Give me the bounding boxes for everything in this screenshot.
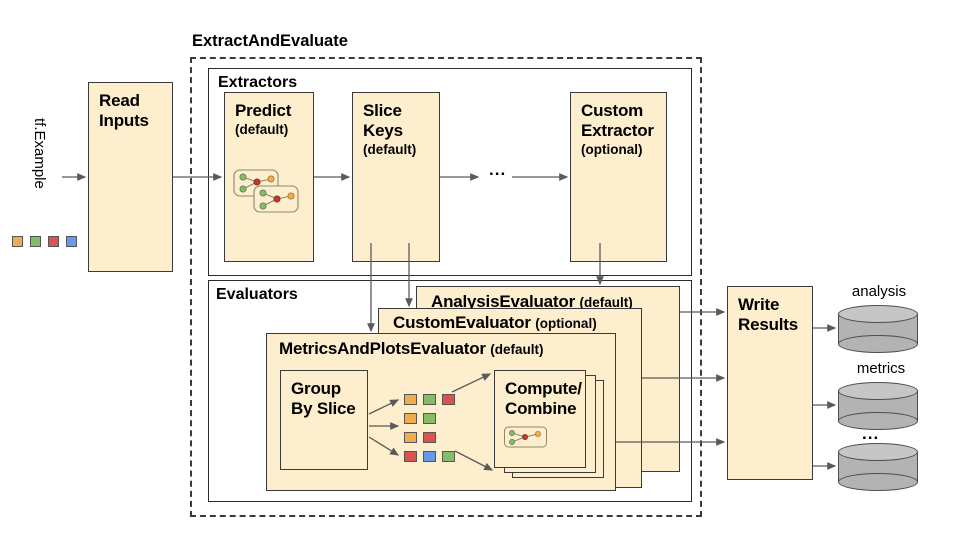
- slice-keys-subtitle: (default): [363, 142, 417, 157]
- extractors-group: [208, 68, 692, 276]
- analysis-evaluator-title: AnalysisEvaluator: [431, 292, 575, 311]
- compute-combine-title: Compute/: [505, 379, 582, 398]
- input-chip-orange: [12, 236, 23, 247]
- input-chip-blue: [66, 236, 77, 247]
- slice-chip: [442, 394, 455, 405]
- analysis-evaluator-subtitle: (default): [579, 295, 633, 310]
- predict-title: Predict: [235, 101, 292, 120]
- read-inputs-title: Read: [99, 91, 140, 110]
- slice-chip: [404, 432, 417, 443]
- analysis-cylinder-label: analysis: [851, 283, 907, 300]
- slice-chip-row: [404, 451, 455, 462]
- evaluators-group-label: Evaluators: [216, 286, 298, 303]
- input-chip-green: [30, 236, 41, 247]
- compute-graph-icon: [504, 426, 547, 448]
- slice-chip: [423, 432, 436, 443]
- extractors-ellipsis: ...: [489, 160, 507, 179]
- slice-chip-row: [404, 413, 436, 424]
- slice-chip: [423, 451, 436, 462]
- custom-evaluator-subtitle: (optional): [535, 316, 597, 331]
- custom-extractor-subtitle: (optional): [581, 142, 643, 157]
- compute-combine-node[interactable]: Compute/ Combine: [494, 370, 586, 468]
- evaluators-group: [208, 280, 692, 502]
- model-graph-icon: [233, 169, 299, 213]
- custom-extractor-title-2: Extractor: [581, 121, 654, 140]
- predict-subtitle: (default): [235, 122, 289, 137]
- custom-evaluator-title: CustomEvaluator: [393, 313, 531, 332]
- metrics-and-plots-evaluator-title: MetricsAndPlotsEvaluator: [279, 339, 486, 358]
- slice-chip: [404, 413, 417, 424]
- compute-combine-title-2: Combine: [505, 399, 577, 418]
- write-results-node[interactable]: Write Results: [727, 286, 813, 480]
- analysis-cylinder: [838, 305, 918, 353]
- write-results-title-2: Results: [738, 315, 799, 334]
- slice-keys-title: Slice: [363, 101, 402, 120]
- slice-chip: [404, 451, 417, 462]
- group-by-slice-title: Group: [291, 379, 341, 398]
- slice-chip-row: [404, 394, 455, 405]
- slice-keys-node[interactable]: Slice Keys (default): [352, 92, 440, 262]
- write-results-title: Write: [738, 295, 780, 314]
- custom-extractor-title: Custom: [581, 101, 644, 120]
- metrics-cylinder: [838, 382, 918, 430]
- slice-keys-title-2: Keys: [363, 121, 403, 140]
- slice-chip-row: [404, 432, 436, 443]
- more-cylinder: [838, 443, 918, 491]
- read-inputs-title-2: Inputs: [99, 111, 149, 130]
- group-by-slice-title-2: By Slice: [291, 399, 356, 418]
- input-label: tf.Example: [31, 118, 48, 189]
- more-cylinder-label: ...: [862, 424, 880, 443]
- group-by-slice-node[interactable]: Group By Slice: [280, 370, 368, 470]
- read-inputs-node[interactable]: Read Inputs: [88, 82, 173, 272]
- metrics-and-plots-evaluator-subtitle: (default): [490, 342, 544, 357]
- extractors-group-label: Extractors: [218, 74, 298, 91]
- slice-chip: [423, 413, 436, 424]
- slice-chip: [423, 394, 436, 405]
- extract-and-evaluate-container: [190, 57, 702, 517]
- slice-chip: [404, 394, 417, 405]
- input-chip-red: [48, 236, 59, 247]
- extract-and-evaluate-title: ExtractAndEvaluate: [192, 32, 348, 50]
- metrics-cylinder-label: metrics: [856, 360, 906, 377]
- slice-chip: [442, 451, 455, 462]
- custom-extractor-node[interactable]: Custom Extractor (optional): [570, 92, 667, 262]
